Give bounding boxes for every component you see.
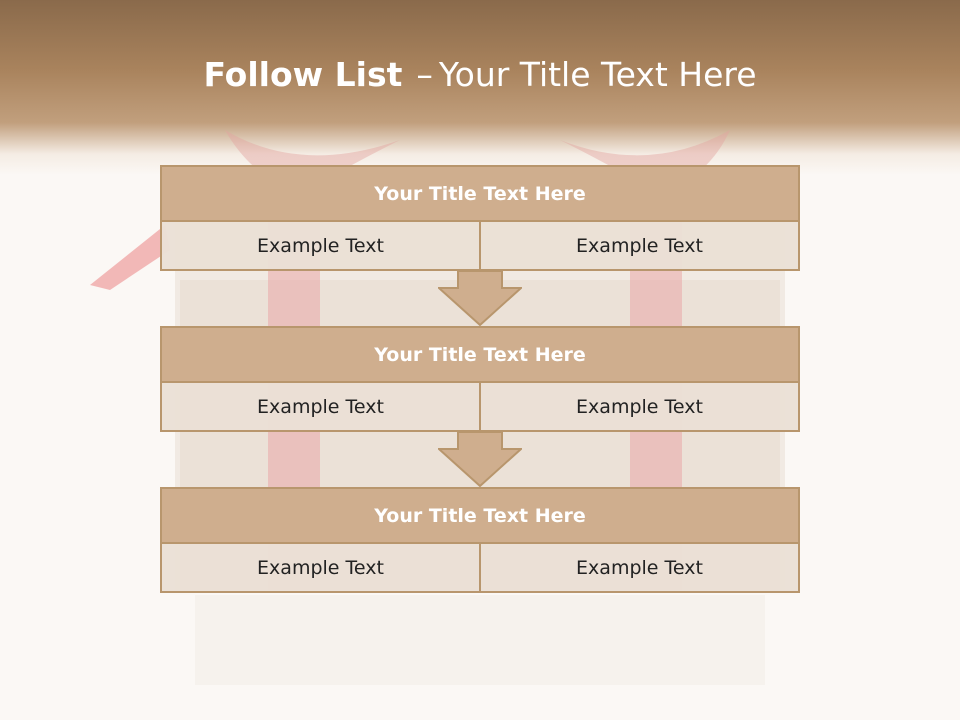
block-cell-left: Example Text [160, 383, 481, 432]
block-title: Your Title Text Here [160, 487, 800, 544]
block-row: Example Text Example Text [160, 544, 800, 593]
block-title: Your Title Text Here [160, 326, 800, 383]
down-arrow-icon [438, 431, 522, 487]
header-band [0, 0, 960, 175]
block-row: Example Text Example Text [160, 383, 800, 432]
list-block-3: Your Title Text Here Example Text Exampl… [160, 487, 800, 593]
block-row: Example Text Example Text [160, 222, 800, 271]
title-subtitle-part: Your Title Text Here [438, 55, 757, 94]
down-arrow-icon [438, 270, 522, 326]
block-cell-left: Example Text [160, 222, 481, 271]
block-cell-right: Example Text [479, 383, 800, 432]
list-block-2: Your Title Text Here Example Text Exampl… [160, 326, 800, 432]
slide-title: Follow List–Your Title Text Here [0, 55, 960, 94]
title-bold-part: Follow List [203, 55, 403, 94]
block-cell-right: Example Text [479, 544, 800, 593]
block-title: Your Title Text Here [160, 165, 800, 222]
block-cell-right: Example Text [479, 222, 800, 271]
list-block-1: Your Title Text Here Example Text Exampl… [160, 165, 800, 271]
block-cell-left: Example Text [160, 544, 481, 593]
title-dash: – [416, 55, 433, 94]
